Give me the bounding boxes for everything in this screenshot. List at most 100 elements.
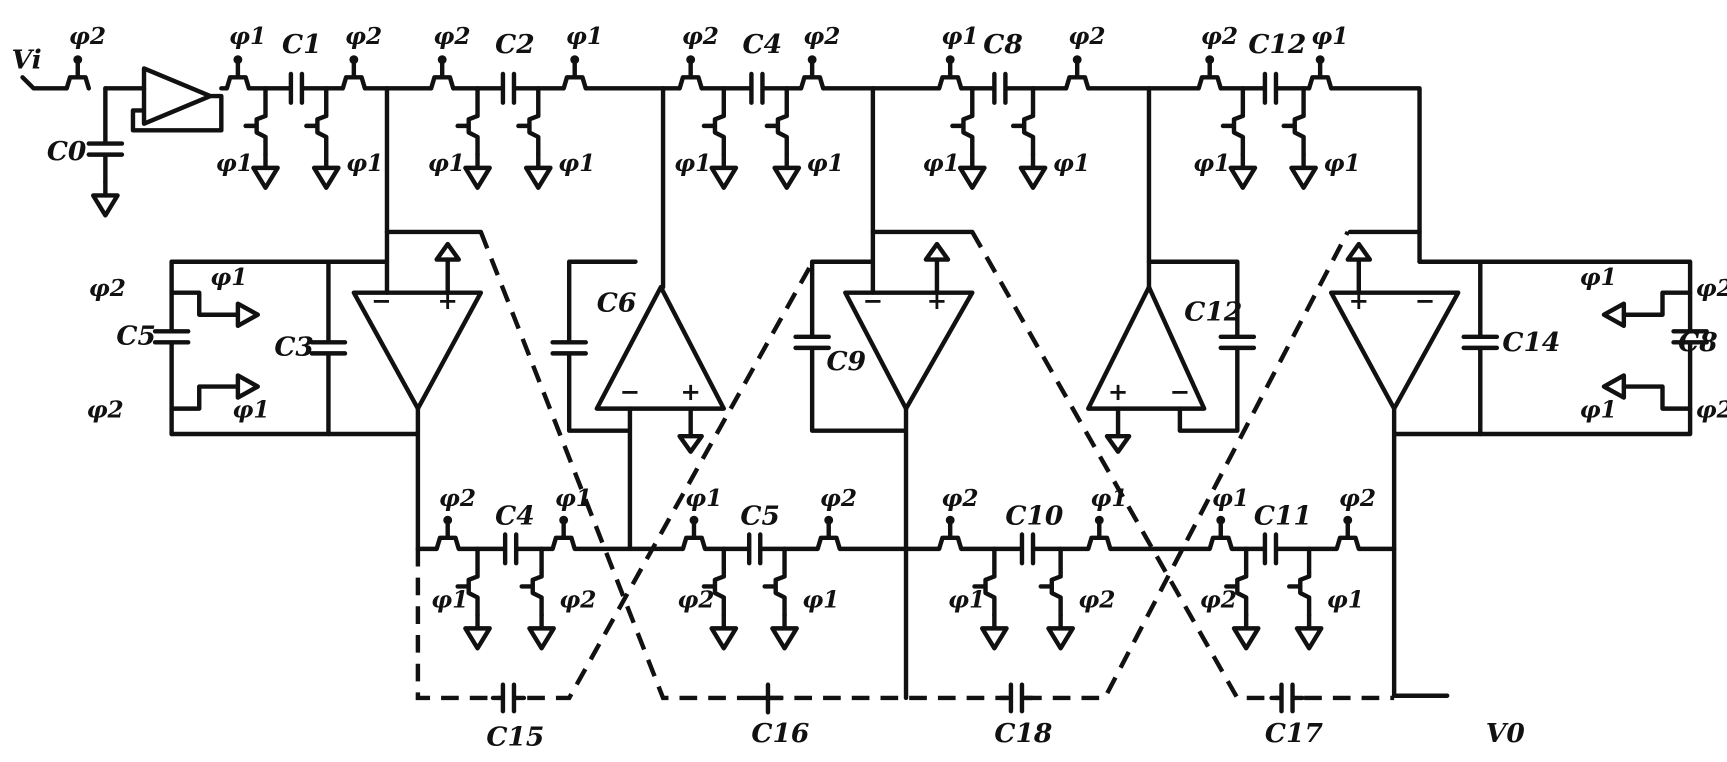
opamp-terminal-sign: − [620, 377, 640, 406]
switch-icon [1207, 520, 1235, 552]
clock-phase-label: φ2 [87, 396, 124, 423]
ground-icon [463, 152, 492, 190]
clock-phase-label: φ1 [210, 264, 247, 291]
switch-icon [762, 546, 787, 618]
capacitor-icon [992, 71, 1008, 105]
cap-label-c3: C3 [274, 332, 314, 363]
switch-icon [455, 546, 480, 618]
opamp-terminal-sign: + [1349, 286, 1369, 315]
clock-phase-label: φ2 [1201, 23, 1238, 50]
switch-icon [340, 59, 368, 91]
switch-icon [950, 86, 975, 157]
clock-phase-label: φ1 [1327, 586, 1364, 613]
ground-icon [251, 152, 280, 190]
opamp-terminal-sign: − [371, 286, 391, 315]
clock-phase-label: φ2 [1339, 485, 1376, 512]
clock-phase-label: φ1 [948, 586, 985, 613]
cap-label-c10: C10 [1005, 501, 1064, 532]
cap-label-c5-bottom: C5 [740, 501, 780, 532]
switch-icon [1334, 520, 1362, 552]
clock-phase-label: φ2 [559, 586, 596, 613]
clock-phase-label: φ1 [558, 150, 595, 177]
input-terminal-label: Vi [11, 44, 41, 75]
cap-label-c17: C17 [1265, 718, 1324, 749]
switch-icon [1220, 86, 1246, 157]
buffer-opamp [130, 66, 224, 133]
capacitor-icon [1019, 532, 1036, 566]
opamp-terminal-sign: + [1108, 377, 1128, 406]
switch-icon [1306, 59, 1334, 91]
phase-labels: φ2 φ1 φ2 φ2 φ1 φ2 φ2 φ1 φ2 φ2 φ1 φ1 φ1 φ1 φ1 φ1 φ1 φ1 φ1 φ1… [69, 23, 1727, 613]
clock-phase-label: φ2 [682, 23, 719, 50]
capacitor-icon [746, 532, 763, 566]
clock-phase-label: φ1 [346, 150, 383, 177]
opamp-terminal-sign: + [680, 377, 700, 406]
clock-phase-label: φ1 [1193, 150, 1230, 177]
opamp-3 [843, 290, 975, 411]
switch-icon [701, 86, 727, 157]
switch-icon [1038, 546, 1063, 618]
ground-icon [91, 180, 120, 218]
clock-phase-label: φ1 [674, 150, 711, 177]
switch-icon [455, 86, 480, 157]
clock-phase-label: φ1 [1311, 23, 1348, 50]
clock-phase-label: φ2 [803, 23, 840, 50]
output-terminal-label: V0 [1486, 718, 1526, 749]
capacitor-icon [502, 532, 519, 566]
cap-label-c18: C18 [994, 718, 1052, 749]
reference-arrow-icon [1601, 373, 1627, 400]
clock-phase-label: φ1 [232, 396, 269, 423]
switch-icon [1086, 520, 1113, 552]
cap-label-c1: C1 [282, 29, 322, 60]
clock-phase-label: φ1 [1212, 485, 1249, 512]
clock-phase-label: φ1 [941, 23, 978, 50]
cap-label-c11: C11 [1254, 501, 1312, 532]
ground-icon [523, 152, 553, 190]
switch-icon [1063, 59, 1091, 91]
capacitor-icon [1269, 682, 1305, 714]
clock-phase-label: φ1 [555, 485, 592, 512]
cap-label-c15: C15 [486, 721, 544, 752]
reference-arrow-icon [923, 241, 951, 262]
capacitor-icon [1262, 71, 1279, 105]
opamp-terminal-sign: − [1415, 286, 1435, 315]
clock-phase-label: φ2 [1696, 396, 1727, 423]
ground-icon [463, 612, 492, 651]
clock-phase-label: φ1 [1580, 396, 1617, 423]
cap-label-c8-right: C8 [1678, 327, 1718, 358]
switch-icon [1281, 86, 1306, 157]
switch-icon [1196, 59, 1223, 91]
cap-label-c4-top: C4 [743, 29, 783, 60]
switch-icon [815, 520, 842, 552]
clock-phase-label: φ1 [216, 150, 253, 177]
opamp-1 [351, 290, 484, 411]
clock-phase-label: φ2 [677, 586, 714, 613]
ground-icon [770, 612, 799, 651]
clock-phase-label: φ1 [428, 150, 465, 177]
clock-phase-label: φ1 [1053, 150, 1090, 177]
opamp-terminal-sign: + [438, 286, 458, 315]
switch-icon [1287, 546, 1312, 618]
clock-phase-label: φ1 [431, 586, 468, 613]
switch-icon [64, 59, 92, 91]
opamp-terminal-sign: − [863, 286, 883, 315]
switch-icon [224, 59, 252, 91]
cap-label-c4-bottom: C4 [495, 501, 535, 532]
reference-arrow-icon [235, 301, 260, 328]
switch-icon [936, 520, 964, 552]
clock-phase-label: φ1 [1090, 485, 1127, 512]
cap-label-c12-mid: C12 [1184, 296, 1242, 327]
capacitor-icon [288, 71, 305, 105]
capacitor-icon [749, 71, 765, 105]
switch-icon [550, 520, 577, 552]
cap-label-c14: C14 [1502, 327, 1560, 358]
clock-phase-label: φ2 [1200, 586, 1237, 613]
cap-label-c16: C16 [751, 718, 809, 749]
clock-phase-label: φ2 [1078, 586, 1115, 613]
switch-icon [428, 59, 456, 91]
ground-icon [1289, 152, 1318, 190]
ground-icon [980, 612, 1009, 651]
switch-icon [764, 86, 789, 157]
switch-icon [243, 86, 268, 157]
capacitor-icon [752, 682, 784, 715]
